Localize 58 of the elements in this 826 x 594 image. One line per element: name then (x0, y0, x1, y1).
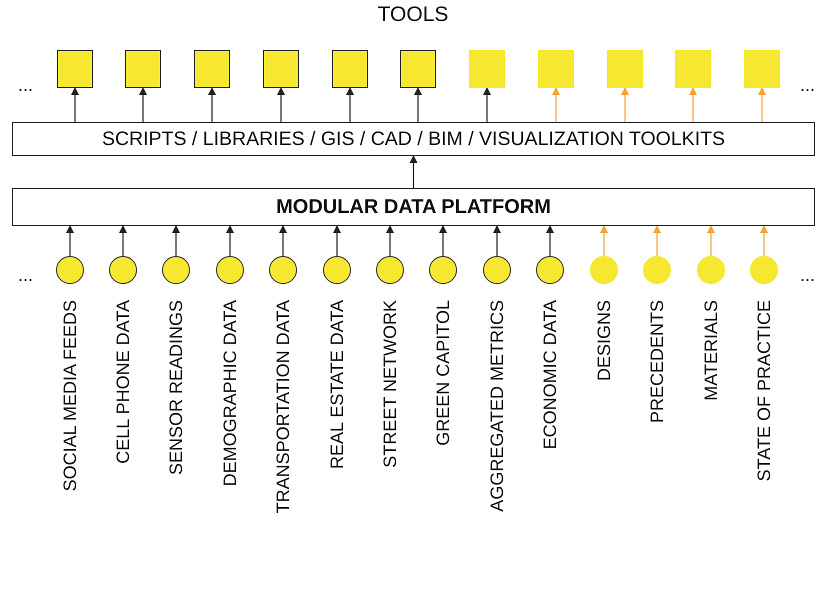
arrow (439, 225, 447, 256)
arrow (410, 155, 418, 188)
tool-square (332, 50, 368, 88)
arrow (277, 87, 285, 122)
arrow (493, 225, 501, 256)
data-source-label: TRANSPORTATION DATA (272, 300, 294, 516)
tool-square (469, 50, 505, 88)
data-source-label: REAL ESTATE DATA (326, 300, 348, 472)
ellipsis: ... (800, 266, 816, 284)
arrow (483, 87, 491, 122)
arrow (760, 225, 768, 256)
data-source-label: PRECEDENTS (646, 300, 668, 426)
arrow (333, 225, 341, 256)
arrow (546, 225, 554, 256)
arrow (119, 225, 127, 256)
arrow (552, 87, 560, 122)
arrow (226, 225, 234, 256)
tool-square (607, 50, 643, 88)
tool-square (125, 50, 161, 88)
tool-square (263, 50, 299, 88)
arrow (208, 87, 216, 122)
data-source-label: SOCIAL MEDIA FEEDS (59, 300, 81, 494)
platform-box: MODULAR DATA PLATFORM (12, 188, 815, 226)
arrow (707, 225, 715, 256)
diagram-title: TOOLS (376, 3, 450, 27)
arrow (71, 87, 79, 122)
arrow (139, 87, 147, 122)
arrow (386, 225, 394, 256)
data-source-label: AGGREGATED METRICS (486, 300, 508, 514)
arrow (346, 87, 354, 122)
tool-square (57, 50, 93, 88)
arrow (758, 87, 766, 122)
tool-square (538, 50, 574, 88)
arrow (279, 225, 287, 256)
data-source-label: GREEN CAPITOL (432, 300, 454, 448)
toolkit-box: SCRIPTS / LIBRARIES / GIS / CAD / BIM / VISUALIZATION TOOLKITS (12, 122, 815, 156)
tool-square (194, 50, 230, 88)
arrow (172, 225, 180, 256)
arrow (653, 225, 661, 256)
arrow (621, 87, 629, 122)
data-source-label: MATERIALS (700, 300, 722, 403)
arrow (66, 225, 74, 256)
data-source-label: STATE OF PRACTICE (753, 300, 775, 484)
arrow (689, 87, 697, 122)
arrow (600, 225, 608, 256)
arrow (414, 87, 422, 122)
data-source-label: DESIGNS (593, 300, 615, 384)
data-source-label: STREET NETWORK (379, 300, 401, 470)
ellipsis: ... (800, 76, 816, 94)
data-source-label: DEMOGRAPHIC DATA (219, 300, 241, 488)
tool-square (400, 50, 436, 88)
data-source-label: ECONOMIC DATA (539, 300, 561, 452)
tool-square (744, 50, 780, 88)
data-source-label: CELL PHONE DATA (112, 300, 134, 466)
ellipsis: ... (18, 76, 34, 94)
ellipsis: ... (18, 266, 34, 284)
data-source-label: SENSOR READINGS (165, 300, 187, 478)
tool-square (675, 50, 711, 88)
